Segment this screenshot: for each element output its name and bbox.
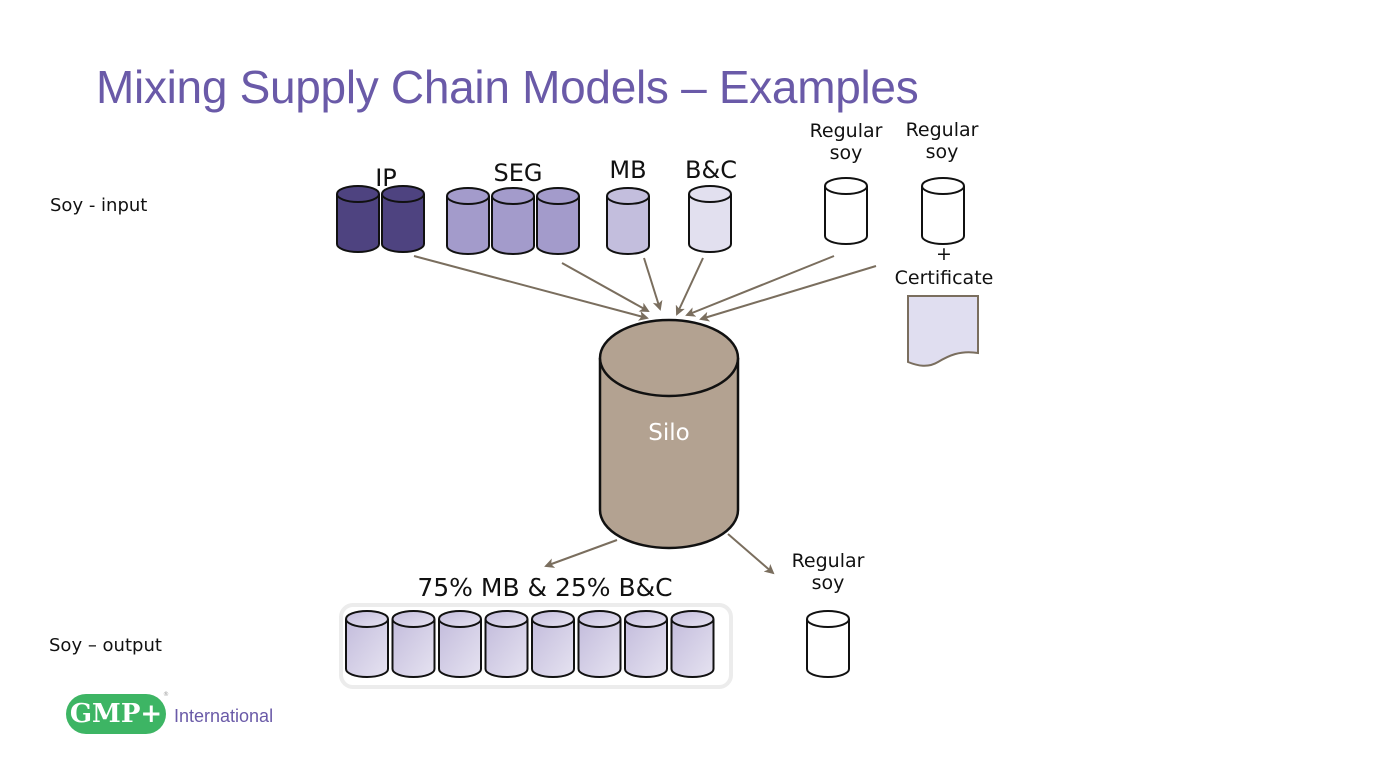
row-label-input: Soy - input [50,195,148,216]
output-barrel-mixed-lid [624,610,668,628]
output-regular-label: Regular soy [778,550,878,595]
silo-label: Silo [648,420,690,446]
output-barrel-mixed-lid [531,610,575,628]
output-barrel-mixed [531,610,575,678]
arrow-ip-to-silo [413,255,649,321]
certificate-plus: + [936,243,952,265]
input-barrel-regular2-body [921,186,965,245]
output-barrel-mixed-lid [391,610,436,628]
label-line: Regular [905,119,979,141]
output-barrel-mixed [624,610,668,678]
output-barrel-regular-body [806,619,850,678]
silo-body [598,358,740,550]
label-line: Regular [809,120,883,142]
output-barrel-mixed [577,610,622,678]
output-barrel-mixed-body [624,619,668,678]
input-barrel-seg [446,187,490,255]
input-barrel-regular2 [921,177,965,245]
input-barrel-mb-body [606,196,650,255]
label-bc: B&C [685,156,737,184]
input-barrel-regular2-lid [921,177,965,195]
input-barrel-seg-lid [491,187,535,205]
input-barrel-bc-body [688,194,732,253]
input-barrel-ip-body [336,194,380,253]
logo-international: International [174,706,274,726]
input-barrel-bc-lid [688,185,732,203]
label-line: soy [925,140,959,163]
label-line: soy [829,141,863,164]
row-label-output: Soy – output [49,635,162,656]
arrow-bc-to-silo [675,257,704,316]
label-line: soy [811,571,845,594]
output-barrel-mixed-body [531,619,575,678]
input-barrel-ip-body [381,194,425,253]
input-barrel-seg-body [491,196,535,255]
input-barrel-ip [336,185,380,253]
input-barrel-regular1 [824,177,868,245]
label-ip: IP [375,164,397,192]
certificate-label: Certificate [894,267,994,289]
input-barrel-ip-lid [381,185,425,203]
label-seg: SEG [493,159,543,187]
arrow-seg-to-silo [561,262,650,312]
output-barrel-mixed-lid [484,610,529,628]
slide-title: Mixing Supply Chain Models – Examples [96,61,919,113]
input-barrel-ip [381,185,425,253]
output-barrel-mixed-lid [345,610,389,628]
registered-mark: ® [163,691,169,698]
output-barrel-mixed [391,610,436,678]
output-barrel-regular-lid [806,610,850,628]
input-barrel-mb [606,187,650,255]
silo [598,318,740,550]
arrow-silo-to-mixed-output [544,539,618,568]
arrow-mb-to-silo [643,257,663,311]
output-barrel-mixed [438,610,482,678]
output-barrel-mixed-lid [670,610,715,628]
label-regular-soy-2: Regular soy [892,119,992,164]
certificate-document-icon [907,295,979,367]
output-barrel-mixed-lid [438,610,482,628]
output-barrel-mixed-body [391,619,436,678]
silo-top [598,318,740,398]
label-regular-soy-1: Regular soy [796,120,896,165]
input-barrel-seg-body [446,196,490,255]
input-barrel-seg-lid [446,187,490,205]
input-barrel-regular1-lid [824,177,868,195]
output-barrel-mixed-body [484,619,529,678]
arrow-silo-to-regular-output [727,533,775,575]
output-barrel-mixed [345,610,389,678]
arrow-regular1-to-silo [685,255,835,317]
output-barrel-mixed-body [577,619,622,678]
input-barrel-seg-lid [536,187,580,205]
output-barrel-regular [806,610,850,678]
input-barrel-seg [491,187,535,255]
input-barrel-bc [688,185,732,253]
arrow-regular2-to-silo [699,265,877,322]
input-barrel-regular1-body [824,186,868,245]
gmp-logo: GMP+ [66,694,166,734]
label-mb: MB [609,156,647,184]
output-barrel-mixed [484,610,529,678]
output-barrel-mixed [670,610,715,678]
output-barrel-mixed-body [438,619,482,678]
input-barrel-seg-body [536,196,580,255]
input-barrel-ip-lid [336,185,380,203]
output-mixed-label: 75% MB & 25% B&C [417,573,673,602]
input-barrel-seg [536,187,580,255]
input-barrel-mb-lid [606,187,650,205]
output-barrel-mixed-body [670,619,715,678]
label-line: Regular [791,550,865,572]
output-barrel-mixed-lid [577,610,622,628]
output-barrel-mixed-body [345,619,389,678]
